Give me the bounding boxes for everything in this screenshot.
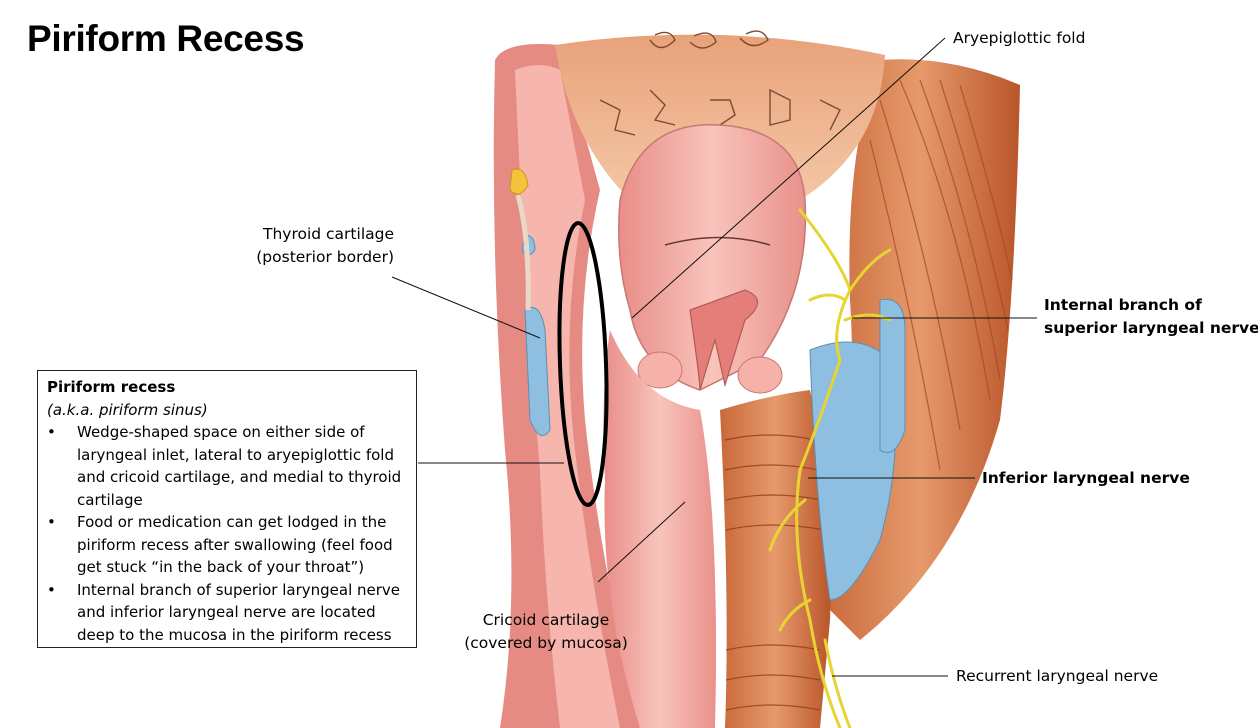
infobox-subheading: (a.k.a. piriform sinus) [47, 400, 208, 419]
label-internal-branch: Internal branch of superior laryngeal ne… [1044, 294, 1258, 339]
label-internal-line1: Internal branch of [1044, 296, 1202, 314]
label-aryepiglottic-fold: Aryepiglottic fold [953, 29, 1086, 47]
epiglottis [618, 123, 807, 391]
label-cricoid-line2: (covered by mucosa) [464, 633, 628, 652]
bullet-marker: • [47, 580, 56, 599]
page-title: Piriform Recess [27, 18, 305, 59]
infobox-bullet: • Wedge-shaped space on either side of l… [47, 421, 408, 511]
laryngeal-inlet [689, 289, 759, 391]
label-thyroid-cartilage: Thyroid cartilage (posterior border) [244, 223, 394, 268]
left-pharyngeal-wall-highlight [515, 65, 620, 728]
infobox-bullet: • Food or medication can get lodged in t… [47, 511, 408, 579]
infobox-heading: Piriform recess [47, 378, 176, 396]
recurrent-laryngeal-nerve [823, 638, 852, 728]
label-cricoid-cartilage: Cricoid cartilage (covered by mucosa) [460, 609, 632, 654]
arytenoid-right [737, 356, 783, 394]
leader-cricoid [597, 501, 686, 583]
bullet-text: Internal branch of superior laryngeal ne… [77, 580, 401, 644]
bullet-marker: • [47, 423, 56, 441]
infobox-bullet-list: • Wedge-shaped space on either side of l… [47, 421, 408, 646]
leader-thyroid [391, 276, 541, 339]
label-thyroid-line1: Thyroid cartilage [262, 225, 394, 243]
piriform-recess-info-box: Piriform recess (a.k.a. piriform sinus) … [37, 370, 417, 648]
esophagus-muscle [720, 390, 831, 728]
bullet-marker: • [47, 513, 56, 531]
label-inferior-laryngeal-nerve: Inferior laryngeal nerve [982, 469, 1190, 487]
bullet-text: Food or medication can get lodged in the… [77, 513, 393, 576]
internal-branch-nerve [798, 208, 852, 472]
leader-aryepiglottic [631, 37, 946, 319]
label-thyroid-line2: (posterior border) [256, 247, 394, 266]
bullet-text: Wedge-shaped space on either side of lar… [77, 423, 402, 509]
label-recurrent-laryngeal-nerve: Recurrent laryngeal nerve [956, 667, 1159, 685]
piriform-recess-highlight-ellipse [557, 221, 609, 507]
arytenoid-left [637, 351, 683, 389]
label-cricoid-line1: Cricoid cartilage [482, 611, 610, 629]
cricoid-mucosa [603, 330, 716, 728]
left-fat-pad [524, 307, 551, 437]
label-internal-line2: superior laryngeal nerve [1044, 318, 1258, 337]
inferior-laryngeal-nerve [795, 468, 842, 728]
infobox-bullet: • Internal branch of superior laryngeal … [47, 579, 408, 647]
